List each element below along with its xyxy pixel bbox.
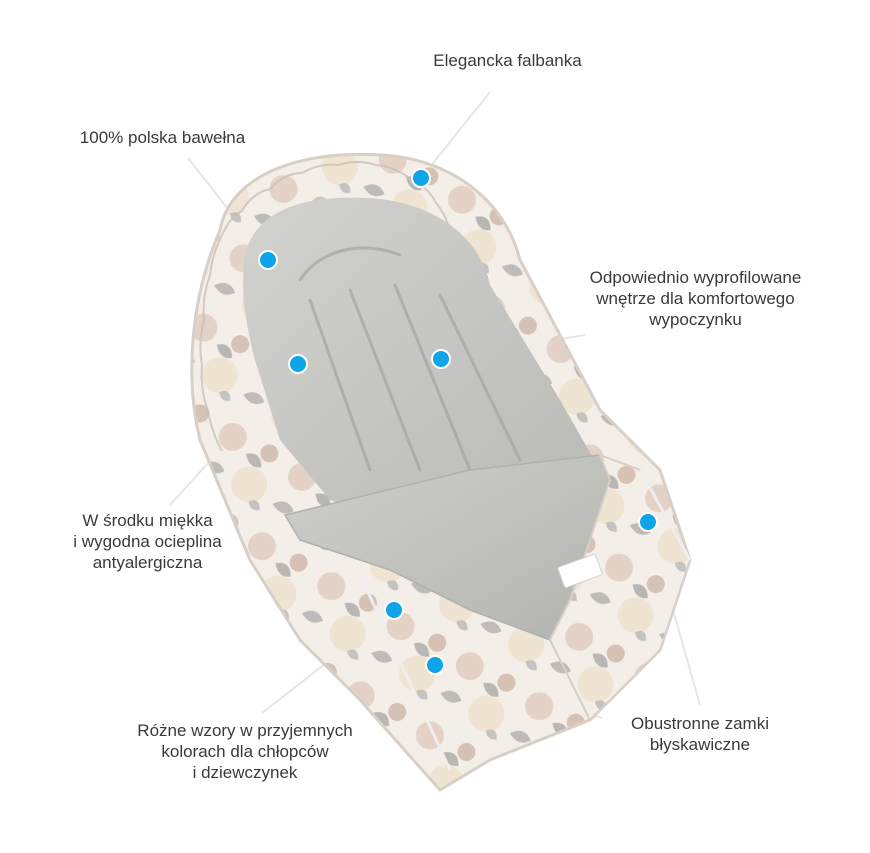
- label-filling: W środku miękka i wygodna ocieplina anty…: [73, 511, 222, 572]
- label-ruffle: Elegancka falbanka: [433, 51, 582, 70]
- label-patterns: Różne wzory w przyjemnych kolorach dla c…: [137, 721, 353, 782]
- marker-zipper-side: [638, 512, 658, 532]
- marker-filling: [288, 354, 308, 374]
- feature-markers: [258, 168, 658, 675]
- marker-zipper-bottom: [425, 655, 445, 675]
- marker-cotton: [258, 250, 278, 270]
- inner-profiled-area: [243, 197, 600, 541]
- label-cotton: 100% polska bawełna: [79, 128, 246, 147]
- marker-profiled: [431, 349, 451, 369]
- marker-ruffle: [411, 168, 431, 188]
- label-zippers: Obustronne zamki błyskawiczne: [631, 714, 769, 754]
- inner-channels: [298, 246, 522, 472]
- brand-tag: [557, 553, 603, 589]
- label-profiled: Odpowiednio wyprofilowane wnętrze dla ko…: [589, 268, 802, 329]
- ruffle-scallops: [199, 161, 451, 452]
- marker-patterns: [384, 600, 404, 620]
- zipper-edges: [358, 469, 692, 771]
